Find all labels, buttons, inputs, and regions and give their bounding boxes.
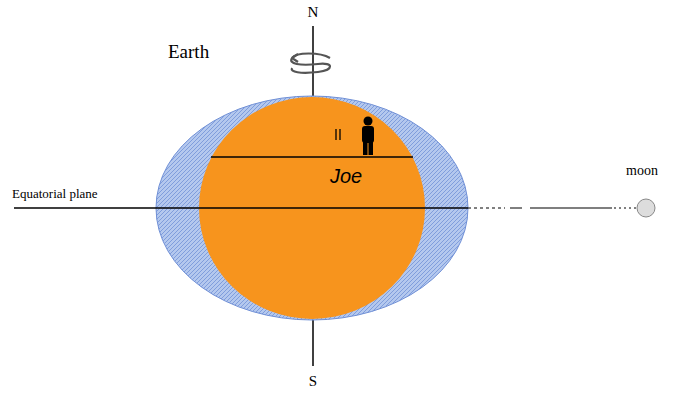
equatorial-line xyxy=(468,208,505,209)
moon-label: moon xyxy=(626,164,658,178)
marker xyxy=(339,129,340,140)
planet-label: Earth xyxy=(168,42,209,61)
equatorial-line xyxy=(614,208,636,209)
axis-line xyxy=(312,316,314,366)
equatorial-line xyxy=(14,207,468,209)
person-label: Joe xyxy=(330,166,362,186)
pole-label: N xyxy=(308,5,319,20)
marker xyxy=(335,129,336,140)
pole-label: S xyxy=(309,374,317,389)
person-figure xyxy=(362,117,374,156)
axis-line xyxy=(312,26,314,100)
moon-circle xyxy=(637,199,655,217)
latitude-line xyxy=(211,156,413,158)
plane-label: Equatorial plane xyxy=(12,187,98,200)
equatorial-line xyxy=(510,208,522,209)
equatorial-line xyxy=(530,207,612,208)
rotation-symbol xyxy=(291,54,330,73)
